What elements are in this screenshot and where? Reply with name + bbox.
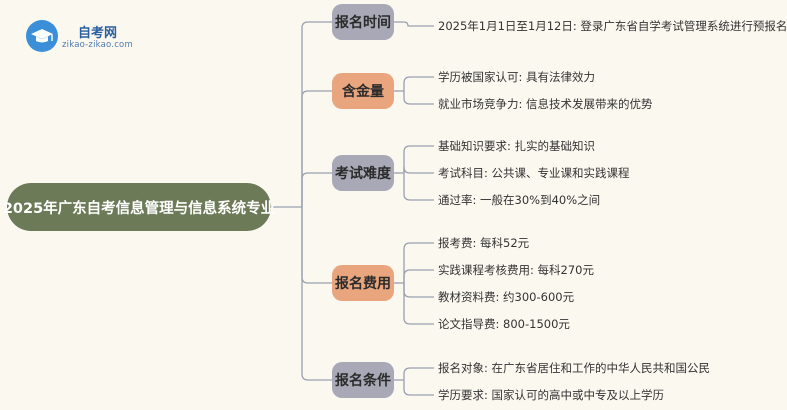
leaf-fees-2: 实践课程考核费用: 每科270元 [438,263,594,277]
category-connector [301,172,332,207]
leaf-value-2: 就业市场竞争力: 信息技术发展带来的优势 [438,97,653,111]
category-fees: 报名费用 [332,265,394,301]
category-connector [301,207,332,284]
leaf-connector [403,283,434,298]
logo: 自考网 zikao-zikao.com [26,16,146,56]
mindmap: 自考网 zikao-zikao.com 2025年广东自考信息管理与信息系统专业… [3,4,787,402]
root-topic: 2025年广东自考信息管理与信息系统专业 [3,183,275,231]
leaf-value-1: 学历被国家认可: 具有法律效力 [438,70,596,84]
leaf-fees-4: 论文指导费: 800-1500元 [438,317,570,331]
leaf-requirements-2: 学历要求: 国家认可的高中或中专及以上学历 [438,388,665,402]
graduation-cap-icon [26,20,58,52]
logo-name: 自考网 [78,26,118,41]
logo-url: zikao-zikao.com [62,40,133,50]
leaf-difficulty-3: 通过率: 一般在30%到40%之间 [438,193,601,207]
leaf-connector [403,166,434,174]
leaf-connector [403,242,434,283]
leaf-connector [403,173,434,201]
leaf-connector [403,145,434,173]
category-difficulty: 考试难度 [332,155,394,191]
category-requirements: 报名条件 [332,362,394,398]
leaf-fees-3: 教材资料费: 约300-600元 [438,290,575,304]
leaf-connector [403,91,434,105]
category-registration-time: 报名时间 [332,4,394,40]
leaf-connector [403,269,434,283]
leaf-registration-time-1: 2025年1月1日至1月12日: 登录广东省自学考试管理系统进行预报名 [438,19,787,33]
category-connector [301,207,332,381]
leaf-connector [394,21,434,27]
category-value: 含金量 [332,73,394,109]
leaf-connector [403,367,434,380]
category-connector [301,21,332,207]
leaf-connector [403,283,434,325]
leaf-connector [403,76,434,91]
leaf-connector [403,380,434,396]
category-connector [301,90,332,207]
leaf-difficulty-1: 基础知识要求: 扎实的基础知识 [438,139,596,153]
leaf-difficulty-2: 考试科目: 公共课、专业课和实践课程 [438,166,630,180]
connector-lines [271,21,434,396]
leaf-fees-1: 报考费: 每科52元 [438,236,530,250]
leaf-requirements-1: 报名对象: 在广东省居住和工作的中华人民共和国公民 [438,361,711,375]
